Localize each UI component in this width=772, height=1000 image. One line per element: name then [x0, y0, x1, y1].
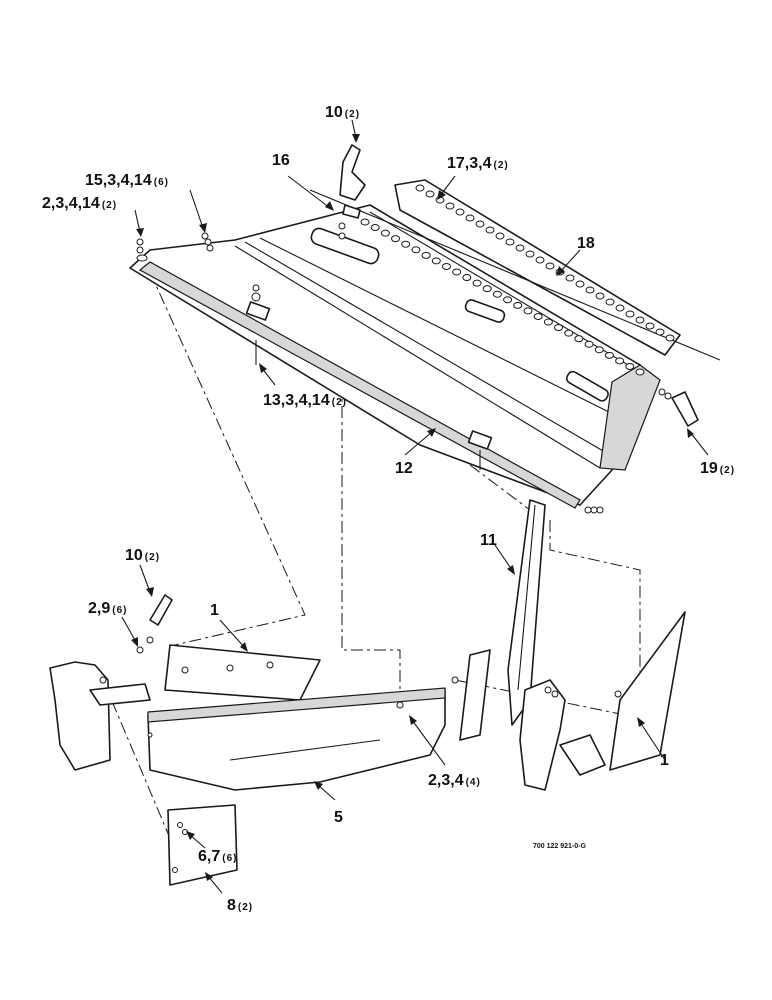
top-shield	[129, 204, 661, 509]
upper-strip	[136, 594, 321, 701]
rod-bead	[360, 218, 370, 226]
callout-16: 16	[272, 152, 290, 169]
rod-bead	[441, 262, 451, 270]
callout-13: 13,3,4,14(2)	[263, 392, 347, 409]
rod-bead	[472, 279, 482, 287]
rod-bead	[425, 190, 435, 198]
lower-shield	[147, 687, 446, 791]
rod-bead	[575, 280, 585, 288]
rod-bead	[475, 220, 485, 228]
drawing-code: 700 122 921-0-G	[533, 843, 586, 850]
rod-bead	[431, 257, 441, 265]
rod-bead	[515, 244, 525, 252]
beaded-rod	[309, 179, 721, 361]
rod-bead	[565, 274, 575, 282]
rod-beads	[360, 184, 675, 376]
rod-bead	[523, 307, 533, 315]
rod-bead	[564, 329, 574, 337]
rod-bead	[605, 298, 615, 306]
latch-right	[584, 388, 699, 514]
callout-5: 5	[334, 809, 343, 826]
rod-bead	[594, 346, 604, 354]
rod-bead	[415, 184, 425, 192]
latch-top	[338, 144, 366, 240]
callout-2-9: 2,9(6)	[88, 600, 127, 617]
rod-bead	[585, 286, 595, 294]
rod-bead	[615, 304, 625, 312]
rod-bead	[635, 368, 645, 376]
callout-1-right: 1	[660, 752, 669, 769]
callout-15: 15,3,4,14(6)	[85, 172, 169, 189]
rod-bead	[411, 246, 421, 254]
rod-bead	[505, 238, 515, 246]
rod-bead	[625, 310, 635, 318]
rod-bead	[533, 312, 543, 320]
rod-bead	[525, 250, 535, 258]
rod-bead	[635, 316, 645, 324]
callout-10-left: 10(2)	[125, 547, 160, 564]
rod-bead	[665, 334, 675, 342]
rod-bead	[391, 235, 401, 243]
rod-bead	[455, 208, 465, 216]
rod-bead	[574, 335, 584, 343]
leader-lines	[121, 119, 709, 894]
rod-bead	[535, 256, 545, 264]
rod-bead	[595, 292, 605, 300]
rod-bead	[503, 296, 513, 304]
callout-11: 11	[480, 532, 497, 549]
vertical-brace	[507, 499, 546, 726]
rod-bead	[604, 351, 614, 359]
rod-bead	[452, 268, 462, 276]
callout-6-7: 6,7(6)	[198, 848, 237, 865]
rod-bead	[445, 202, 455, 210]
rod-bead	[645, 322, 655, 330]
rod-bead	[554, 324, 564, 332]
callout-12: 12	[395, 460, 413, 477]
bolt-stack-left	[136, 232, 214, 262]
callout-2-top: 2,3,4,14(2)	[42, 195, 117, 212]
callout-1-left: 1	[210, 602, 219, 619]
callout-19: 19(2)	[700, 460, 735, 477]
rod-bead	[401, 240, 411, 248]
rod-bead	[655, 328, 665, 336]
callout-8: 8(2)	[227, 897, 253, 914]
rod-bead	[543, 318, 553, 326]
rod-bead	[615, 357, 625, 365]
rod-bead	[370, 224, 380, 232]
left-frame	[49, 661, 151, 771]
callout-17: 17,3,4(2)	[447, 155, 509, 172]
rod-bead	[485, 226, 495, 234]
rod-bead	[380, 229, 390, 237]
rod-bead	[584, 340, 594, 348]
callout-10-top: 10(2)	[325, 104, 360, 121]
callout-18: 18	[577, 235, 595, 252]
rod-bead	[625, 362, 635, 370]
rod-bead	[421, 251, 431, 259]
rod-bead	[462, 274, 472, 282]
rod-bead	[482, 285, 492, 293]
rod-bead	[545, 262, 555, 270]
callout-2-3-4: 2,3,4(4)	[428, 772, 481, 789]
small-bracket	[167, 804, 238, 886]
rod-bead	[465, 214, 475, 222]
right-side-panels	[451, 611, 686, 791]
rod-bead	[513, 301, 523, 309]
rod-bead	[495, 232, 505, 240]
rod-bead	[492, 290, 502, 298]
